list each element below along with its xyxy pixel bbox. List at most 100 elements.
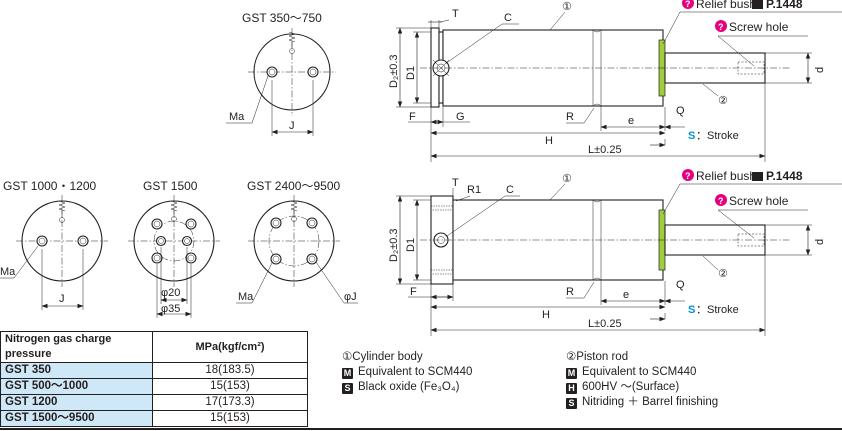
dim-r: R: [566, 286, 574, 298]
dim-d1: D1: [405, 66, 417, 80]
row-model: GST 1200: [0, 394, 153, 411]
dim-j: J: [59, 293, 65, 305]
svg-text:?: ?: [685, 0, 691, 9]
dim-e: e: [623, 289, 629, 301]
material-text: 600HV ～(Surface): [582, 381, 680, 393]
table-row: GST 1500～9500 15(153): [0, 410, 308, 427]
page-ref-icon: [752, 0, 763, 9]
dim-h: H: [542, 309, 550, 321]
label-relief-bush: Relief bush: [696, 0, 756, 11]
material-badge-icon: M: [342, 368, 353, 379]
label-s: S: [688, 304, 695, 316]
mounting-hole: [266, 66, 278, 78]
material-item: M Equivalent to SCM440: [566, 365, 718, 380]
material-text: Equivalent to SCM440: [358, 366, 473, 378]
label-s: S: [688, 130, 695, 142]
svg-text:?: ?: [718, 22, 724, 32]
callout-1: ①: [562, 1, 572, 13]
row-model: GST 1500～9500: [0, 410, 153, 427]
row-model: GST 350: [0, 362, 153, 379]
svg-text:?: ?: [718, 196, 724, 206]
view-title-gst1500: GST 1500: [143, 179, 198, 193]
label-c: C: [506, 184, 514, 196]
svg-text:?: ?: [685, 171, 691, 181]
dim-e: e: [628, 115, 634, 127]
end-view-gst350: GST 350～750 J Ma: [226, 11, 336, 136]
label-ma: Ma: [0, 266, 16, 278]
material-item: M Equivalent to SCM440: [342, 365, 472, 380]
dim-j: J: [289, 120, 295, 132]
dim-f: F: [409, 111, 416, 123]
dim-g: G: [456, 111, 465, 123]
page-ref: P.1448: [766, 0, 803, 11]
dim-phi35: φ35: [161, 303, 180, 315]
dim-r1: R1: [467, 184, 481, 196]
material-badge-icon: H: [566, 383, 577, 394]
dim-d2: D₂±0.3: [388, 54, 400, 88]
row-value: 15(153): [152, 410, 308, 427]
view-title-gst2400: GST 2400～9500: [247, 179, 341, 193]
side-view-top: T C ① D₂±0.3 D1 d ? Screw hole ? Relief …: [388, 0, 842, 162]
material-text: Black oxide (Fe₃O₄): [358, 381, 460, 393]
material-badge-icon: S: [342, 383, 353, 394]
material-text: Nitriding ＋ Barrel finishing: [582, 396, 719, 408]
row-value: 18(183.5): [152, 362, 308, 379]
valve-spring-icon: [288, 31, 296, 48]
callout-1: ①: [562, 173, 572, 185]
mounting-hole: [307, 66, 319, 78]
question-mark-icon: [682, 169, 694, 181]
question-mark-icon: [715, 20, 727, 32]
material-badge-icon: M: [566, 368, 577, 379]
material-cylinder: ①Cylinder body M Equivalent to SCM440 S Bl…: [342, 350, 472, 395]
view-title-gst350: GST 350～750: [242, 11, 322, 25]
dim-phi20: φ20: [161, 287, 180, 299]
row-value: 15(153): [152, 378, 308, 395]
dim-d2: D₂±0.3: [388, 228, 400, 262]
bottom-divider: [0, 428, 842, 430]
dim-l: L±0.25: [588, 144, 622, 156]
question-mark-icon: [682, 0, 694, 9]
page-ref: P.1448: [766, 169, 803, 183]
material-title: ①Cylinder body: [342, 351, 423, 363]
label-c: C: [504, 12, 512, 24]
label-ma: Ma: [229, 111, 245, 123]
dim-d: d: [814, 67, 826, 73]
end-view-gst1000: GST 1000・1200 J Ma: [0, 179, 108, 310]
dim-phij: φJ: [344, 291, 357, 303]
row-value: 17(173.3): [152, 394, 308, 411]
label-relief-bush: Relief bush: [696, 169, 756, 183]
end-view-gst1500: GST 1500 φ20 φ35: [128, 179, 220, 318]
table-header-row: Nitrogen gas charge pressure MPa(kgf/cm²…: [0, 331, 308, 363]
dim-l: L±0.25: [588, 318, 622, 330]
material-item: S Black oxide (Fe₃O₄): [342, 380, 472, 395]
callout-2: ②: [718, 268, 728, 280]
page-ref-icon: [752, 172, 763, 181]
view-title-gst1000: GST 1000・1200: [3, 179, 97, 193]
header-pressure: Nitrogen gas charge pressure: [0, 331, 153, 363]
dim-q: Q: [676, 105, 685, 117]
dim-q: Q: [676, 279, 685, 291]
dim-t: T: [452, 177, 459, 189]
dim-d: d: [814, 239, 826, 245]
row-model: GST 500～1000: [0, 378, 153, 395]
table-row: GST 350 18(183.5): [0, 362, 308, 379]
dim-f: F: [410, 286, 417, 298]
material-text: Equivalent to SCM440: [582, 366, 697, 378]
label-stroke: ：Stroke: [696, 304, 739, 316]
label-ma: Ma: [238, 291, 254, 303]
end-view-gst2400: GST 2400～9500 Ma φJ: [236, 179, 358, 304]
table-row: GST 1200 17(173.3): [0, 394, 308, 411]
header-unit: MPa(kgf/cm²): [152, 331, 308, 363]
dim-r: R: [566, 111, 574, 123]
question-mark-icon: [715, 194, 727, 206]
table-row: GST 500～1000 15(153): [0, 378, 308, 395]
side-view-bottom: T R1 C ① D₂±0.3 D1 d ? Screw hole ? Reli…: [388, 169, 842, 336]
material-item: H 600HV ～(Surface): [566, 380, 718, 395]
dim-h: H: [545, 135, 553, 147]
dim-d1: D1: [405, 238, 417, 252]
dim-t: T: [452, 8, 459, 20]
label-screw-hole: Screw hole: [729, 20, 789, 34]
